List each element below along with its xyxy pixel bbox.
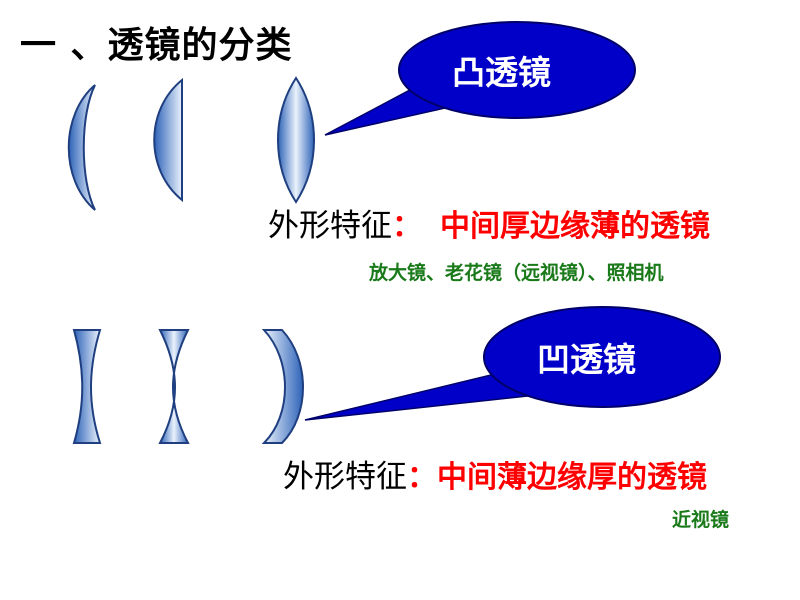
- biconvex-lens: [277, 76, 315, 204]
- convex-feature-label: 外形特征: [268, 208, 392, 244]
- concave-feature-label: 外形特征: [283, 459, 407, 495]
- concave-examples: 近视镜: [672, 509, 730, 531]
- biconcave-lens-2: [158, 329, 190, 444]
- concave-meniscus-lens: [261, 329, 304, 444]
- concave-feature-row: 外形特征：中间薄边缘厚的透镜: [283, 451, 707, 496]
- convex-colon: ：: [392, 209, 422, 244]
- convex-bubble-label: 凸透镜: [452, 53, 551, 92]
- convex-meniscus-lens: [67, 84, 96, 211]
- convex-feature-text: 中间厚边缘薄的透镜: [440, 209, 710, 244]
- page-title: 一 、透镜的分类: [20, 25, 293, 66]
- concave-bubble-label: 凹透镜: [537, 340, 636, 379]
- convex-examples: 放大镜、老花镜（远视镜）、照相机: [369, 262, 664, 284]
- concave-feature-text: 中间薄边缘厚的透镜: [437, 460, 707, 495]
- convex-bubble: [398, 21, 636, 119]
- biconcave-lens-1: [72, 329, 102, 444]
- convex-feature-row: 外形特征： 中间厚边缘薄的透镜: [268, 200, 710, 245]
- concave-colon: ：: [407, 460, 437, 495]
- plano-convex-lens: [153, 77, 183, 203]
- concave-bubble: [483, 306, 721, 408]
